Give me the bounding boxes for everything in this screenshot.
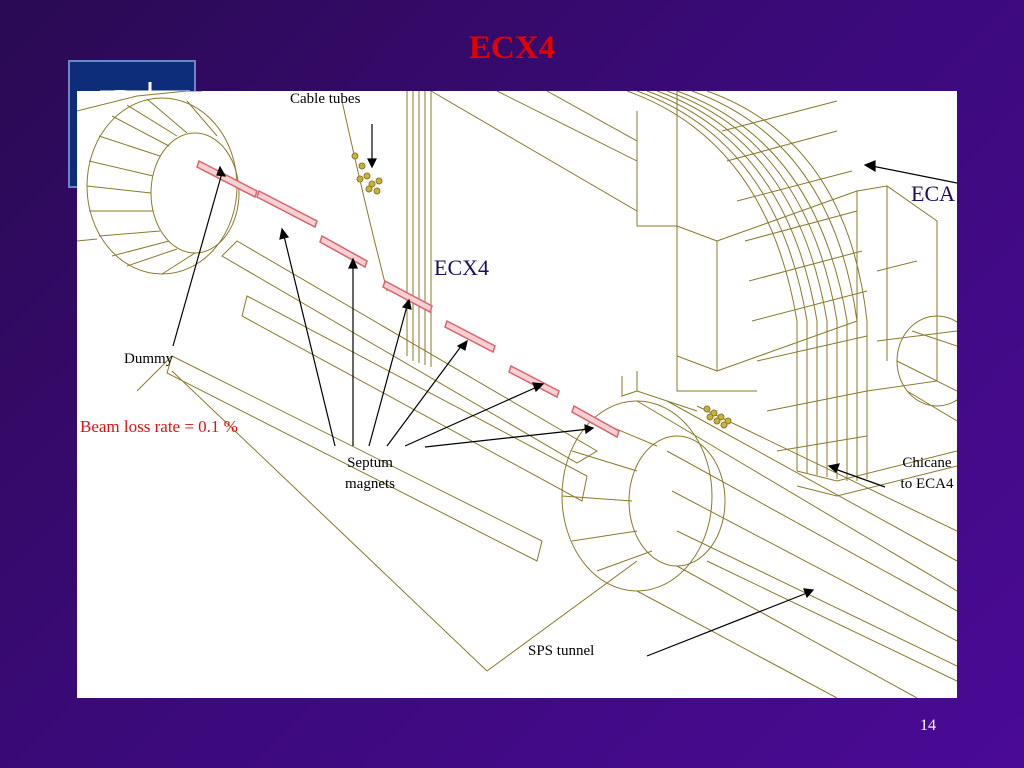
arrow-head-icon	[279, 227, 290, 240]
label-dummy: Dummy	[124, 351, 174, 367]
sps-tunnel-tube	[561, 400, 957, 698]
label-cable-tubes: Cable tubes	[290, 91, 361, 107]
label-ecx4: ECX4	[434, 255, 489, 280]
ecx4-cavern-drawing: Cable tubes ECA ECX4 Dummy Beam loss rat…	[77, 91, 957, 698]
septum-magnet	[571, 404, 620, 439]
annotation-arrows	[172, 124, 957, 657]
label-chicane-to-eca4: Chicane to ECA4	[887, 453, 957, 495]
septum-magnet	[382, 279, 433, 314]
label-septum-line2: magnets	[345, 476, 395, 492]
dummy-magnet	[196, 159, 258, 199]
page-number: 14	[920, 717, 936, 734]
arrow-head-icon	[348, 257, 358, 269]
right-small-tube	[896, 315, 957, 422]
label-septum-magnets: Septum magnets	[330, 453, 410, 495]
arrow-head-icon	[827, 463, 840, 474]
cavern-3d-wireframe	[77, 91, 957, 698]
arrow-head-icon	[216, 165, 227, 177]
septum-magnet	[319, 234, 368, 269]
arrow-head-icon	[803, 588, 815, 599]
septum-magnet-series	[196, 159, 620, 439]
arrow-head-icon	[532, 382, 545, 393]
cable-tube-wall	[341, 91, 638, 367]
slide-title: ECX4	[468, 30, 556, 66]
left-tunnel-tube	[77, 91, 240, 275]
septum-magnet	[256, 189, 318, 229]
label-septum-line1: Septum	[347, 455, 393, 471]
label-chicane-line1: Chicane	[902, 455, 952, 471]
central-structure	[621, 91, 957, 497]
septum-magnet	[444, 319, 496, 354]
arrow-head-icon	[401, 298, 412, 310]
arrow-head-icon	[863, 160, 876, 173]
septum-magnet	[508, 364, 560, 399]
label-beam-loss-rate: Beam loss rate = 0.1 %	[80, 417, 238, 436]
arrow-head-icon	[367, 158, 377, 169]
cable-bundle-top	[351, 152, 383, 195]
arrow-head-icon	[456, 339, 468, 351]
beam-line-structure	[136, 240, 638, 672]
arrow-head-icon	[584, 424, 595, 435]
label-sps-tunnel: SPS tunnel	[528, 643, 595, 659]
cable-bundle-lower	[703, 405, 732, 429]
chicane-bundle	[626, 91, 868, 481]
label-chicane-line2: to ECA4	[900, 476, 954, 492]
label-eca: ECA	[911, 181, 955, 206]
